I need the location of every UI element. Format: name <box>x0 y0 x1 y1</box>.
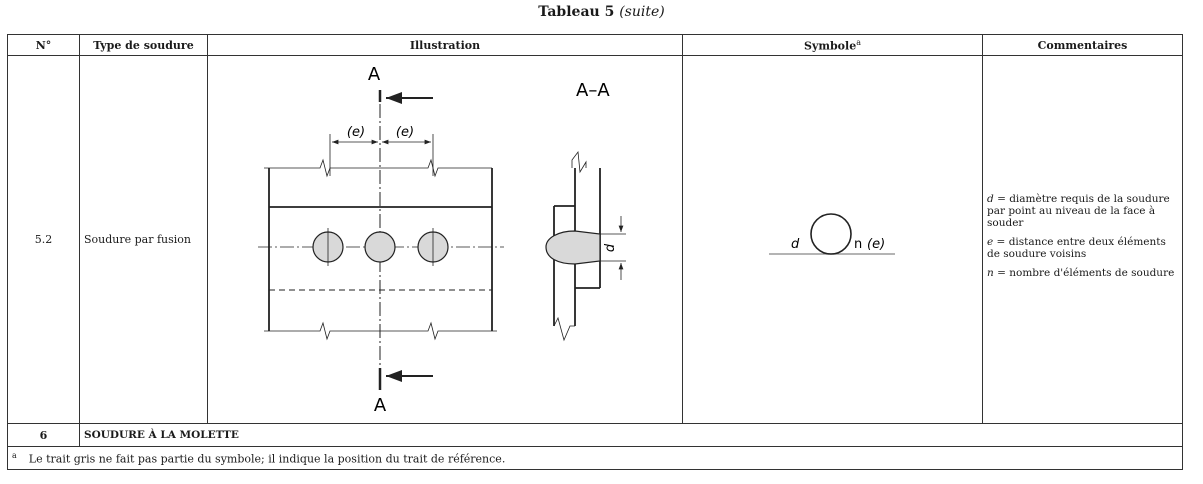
row-weld-type: Soudure par fusion <box>79 55 208 424</box>
dim-e1: (e) <box>347 125 365 140</box>
footnote-mark: a <box>12 450 17 460</box>
comment-e-text: = distance entre deux éléments de soudur… <box>987 236 1166 260</box>
header-symbol: Symbolea <box>682 34 983 56</box>
symbol-n: n <box>854 237 862 252</box>
header-symbol-label: Symbole <box>804 39 857 53</box>
comment-e: e = distance entre deux éléments de soud… <box>987 236 1180 260</box>
header-num: N° <box>7 34 80 56</box>
header-illustration: Illustration <box>207 34 683 56</box>
symbol-d: d <box>791 237 800 252</box>
break-line-bottom <box>264 321 497 341</box>
section-mark-bottom: A <box>374 395 387 416</box>
row-number: 5.2 <box>7 55 80 424</box>
comment-e-var: e <box>987 236 994 248</box>
header-comments: Commentaires <box>982 34 1183 56</box>
dim-e2: (e) <box>396 125 414 140</box>
comment-n-var: n <box>987 267 994 279</box>
section-title: A–A <box>576 80 610 101</box>
comments-cell: d = diamètre requis de la sou­dure par p… <box>982 55 1183 424</box>
weld-table: N° Type de soudure Illustration Symbolea… <box>7 34 1183 470</box>
footnote: a Le trait gris ne fait pas partie du sym… <box>7 446 1183 470</box>
table-caption: Tableau 5 (suite) <box>0 4 1203 20</box>
comment-d-text: = diamètre requis de la sou­dure par poi… <box>987 193 1170 229</box>
comment-d-var: d <box>987 193 994 205</box>
table-row: 5.2 Soudure par fusion A A <box>7 55 1183 424</box>
illustration-cell: A A (e) (e) <box>207 55 683 424</box>
section-break-top <box>571 150 587 174</box>
dim-d: d <box>603 243 618 252</box>
break-line-top <box>264 158 492 178</box>
footnote-row: a Le trait gris ne fait pas partie du sym… <box>7 446 1183 470</box>
section-row: 6 SOUDURE À LA MOLETTE <box>7 423 1183 447</box>
weld-symbol: d n (e) <box>769 213 895 255</box>
section-label: SOUDURE À LA MOLETTE <box>79 423 1183 447</box>
footnote-text: Le trait gris ne fait pas partie du symb… <box>28 452 506 466</box>
spot-weld-2 <box>364 231 396 263</box>
comment-d: d = diamètre requis de la sou­dure par p… <box>987 193 1180 229</box>
section-mark-top: A <box>368 64 381 85</box>
spot-weld-symbol-icon <box>810 213 852 255</box>
header-symbol-footnote-mark: a <box>856 37 861 47</box>
weld-illustration: A A (e) (e) <box>258 64 626 416</box>
caption-title: Tableau 5 <box>538 4 615 20</box>
header-row: N° Type de soudure Illustration Symbolea… <box>7 34 1183 56</box>
nugget-section <box>545 230 601 265</box>
symbol-e: (e) <box>867 237 885 252</box>
comment-n: n = nombre d'éléments de soudure <box>987 267 1180 279</box>
header-type: Type de soudure <box>79 34 208 56</box>
comment-n-text: = nombre d'éléments de soudure <box>993 267 1175 279</box>
section-number: 6 <box>7 423 80 447</box>
section-break-bottom <box>553 316 575 342</box>
symbol-cell: d n (e) <box>682 55 983 424</box>
caption-suffix: (suite) <box>619 4 665 20</box>
